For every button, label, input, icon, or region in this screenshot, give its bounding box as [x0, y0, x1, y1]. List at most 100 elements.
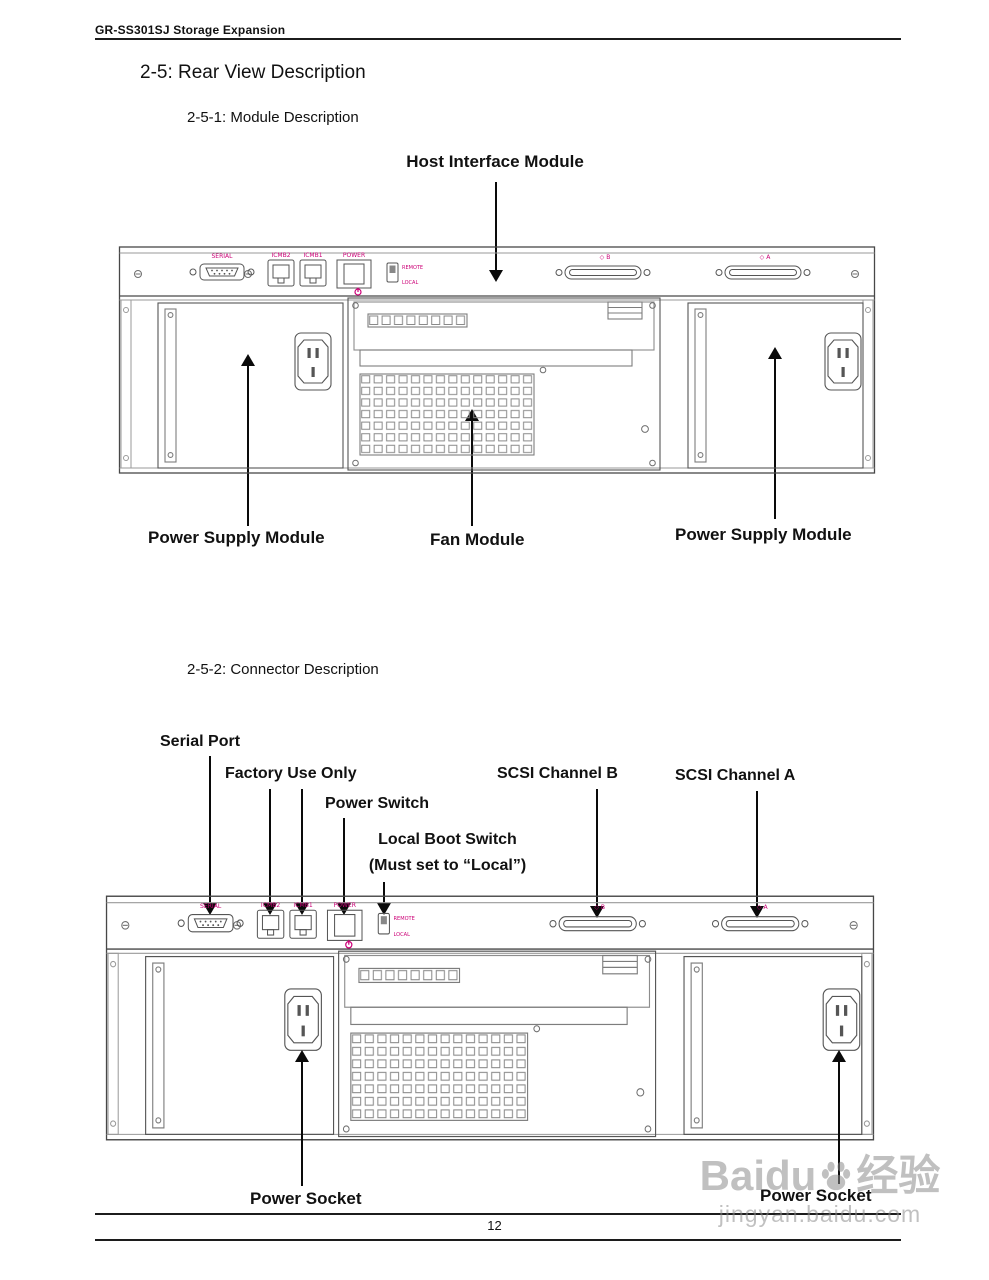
arrow-stem [268, 789, 272, 904]
label-local-boot-line2: (Must set to “Local”) [368, 857, 527, 874]
doc-header-title: GR-SS301SJ Storage Expansion [95, 23, 286, 37]
panel-power-label: POWER [343, 252, 365, 259]
arrow-stem [342, 818, 346, 904]
arrow-power-socket-left [295, 1050, 309, 1186]
panel-scsi-b-label: ◇ B [594, 904, 605, 911]
power-supply-module-right [683, 955, 863, 1135]
arrow-local-boot-switch [377, 882, 391, 915]
panel-local-label: LOCAL [402, 280, 418, 286]
power-symbol-icon [354, 287, 362, 296]
scsi-connector-b [549, 916, 646, 932]
scsi-connector-a [715, 265, 811, 280]
section-title: 2-5: Rear View Description [140, 62, 366, 83]
arrow-power-supply-left [241, 354, 255, 526]
scsi-connector-b [555, 265, 651, 280]
panel-icmb2-label: ICMB2 [271, 252, 290, 259]
watermark-brand-prefix: Baidu [699, 1152, 817, 1199]
panel-serial-label: SERIAL [212, 253, 234, 260]
arrow-head [295, 903, 309, 915]
arrow-factory-use-icmb2 [263, 789, 277, 915]
watermark-brand: Baidu 经验 [690, 1155, 950, 1197]
label-scsi-channel-a: SCSI Channel A [675, 767, 796, 784]
icmb-ports [267, 259, 327, 287]
fan-module [347, 297, 661, 471]
iec-socket-right [824, 332, 862, 391]
iec-socket-left [284, 988, 322, 1051]
arrow-stem [382, 882, 386, 904]
iec-socket-left [294, 332, 332, 391]
arrow-head [263, 903, 277, 915]
remote-local-switch [377, 912, 390, 935]
label-serial-port: Serial Port [160, 733, 241, 750]
label-power-socket-right: Power Socket [760, 1186, 872, 1205]
arrow-stem [773, 358, 777, 519]
serial-connector [177, 914, 244, 933]
panel-icmb1-label: ICMB1 [293, 902, 312, 909]
power-supply-module-left [145, 955, 335, 1135]
panel-local-label: LOCAL [393, 932, 410, 938]
header-rule [95, 38, 901, 40]
panel-remote-label: REMOTE [393, 916, 414, 922]
fan-module-screws [352, 302, 656, 467]
arrow-host-interface [489, 182, 503, 282]
panel-icmb1-label: ICMB1 [303, 252, 322, 259]
power-symbol-icon [345, 939, 353, 949]
arrow-head [489, 270, 503, 282]
power-switch [336, 259, 372, 289]
rear-panel-diagram-module: SERIAL ICMB2 ICMB1 POWER REMOTE LOCAL [118, 246, 876, 474]
panel-serial-label: SERIAL [200, 903, 222, 910]
label-local-boot-line1: Local Boot Switch [378, 831, 517, 848]
scsi-connector-a [711, 916, 809, 932]
label-host-interface-module: Host Interface Module [406, 152, 584, 171]
arrow-head [203, 903, 217, 915]
power-switch [326, 909, 363, 941]
remote-local-switch [386, 262, 399, 283]
power-supply-module-left [157, 302, 344, 469]
label-local-boot-switch: Local Boot Switch (Must set to “Local”) [330, 831, 565, 875]
watermark-brand-suffix: 经验 [856, 1152, 941, 1199]
iec-socket-right [822, 988, 861, 1051]
chassis-outline [105, 895, 875, 1141]
watermark: Baidu 经验 jingyan.baidu.com [690, 1155, 950, 1228]
watermark-url: jingyan.baidu.com [718, 1201, 922, 1227]
arrow-stem [755, 791, 759, 907]
chassis-outline [118, 246, 876, 474]
serial-pins [211, 269, 233, 275]
subsection-2-title: 2-5-2: Connector Description [187, 661, 379, 678]
label-power-supply-module-left: Power Supply Module [148, 528, 325, 547]
arrow-stem [300, 1061, 304, 1186]
rear-panel-diagram-connector: SERIAL ICMB2 ICMB1 POWER REMOTE LOCAL [105, 895, 875, 1141]
panel-icmb2-label: ICMB2 [261, 902, 280, 909]
arrow-head [832, 1050, 846, 1062]
baidu-paw-icon [822, 1161, 851, 1191]
arrow-stem [595, 789, 599, 907]
arrow-power-supply-right [768, 347, 782, 519]
arrow-stem [208, 756, 212, 904]
arrow-head [241, 354, 255, 366]
label-power-switch: Power Switch [325, 795, 430, 812]
arrow-stem [300, 789, 304, 904]
panel-scsi-a-label: ◇ A [757, 904, 768, 911]
panel-scsi-b-label: ◇ B [600, 254, 611, 261]
arrow-factory-use-icmb1 [295, 789, 309, 915]
panel-remote-label: REMOTE [402, 265, 423, 271]
arrow-serial-port [203, 756, 217, 915]
arrow-head [337, 903, 351, 915]
arrow-stem [494, 182, 498, 271]
subsection-1-title: 2-5-1: Module Description [187, 109, 359, 126]
arrow-head [768, 347, 782, 359]
label-power-supply-module-right: Power Supply Module [675, 525, 852, 544]
footer-rule-top [95, 1213, 901, 1215]
fan-module-screws [342, 955, 652, 1133]
arrow-head [750, 906, 764, 918]
arrow-power-switch [337, 818, 351, 915]
arrow-head [377, 903, 391, 915]
arrow-stem [837, 1061, 841, 1184]
label-factory-use-only: Factory Use Only [225, 765, 357, 782]
arrow-power-socket-right [832, 1050, 846, 1184]
arrow-stem [246, 365, 250, 526]
label-scsi-channel-b: SCSI Channel B [497, 765, 618, 782]
panel-scsi-a-label: ◇ A [760, 254, 772, 261]
page-number: 12 [487, 1218, 502, 1233]
